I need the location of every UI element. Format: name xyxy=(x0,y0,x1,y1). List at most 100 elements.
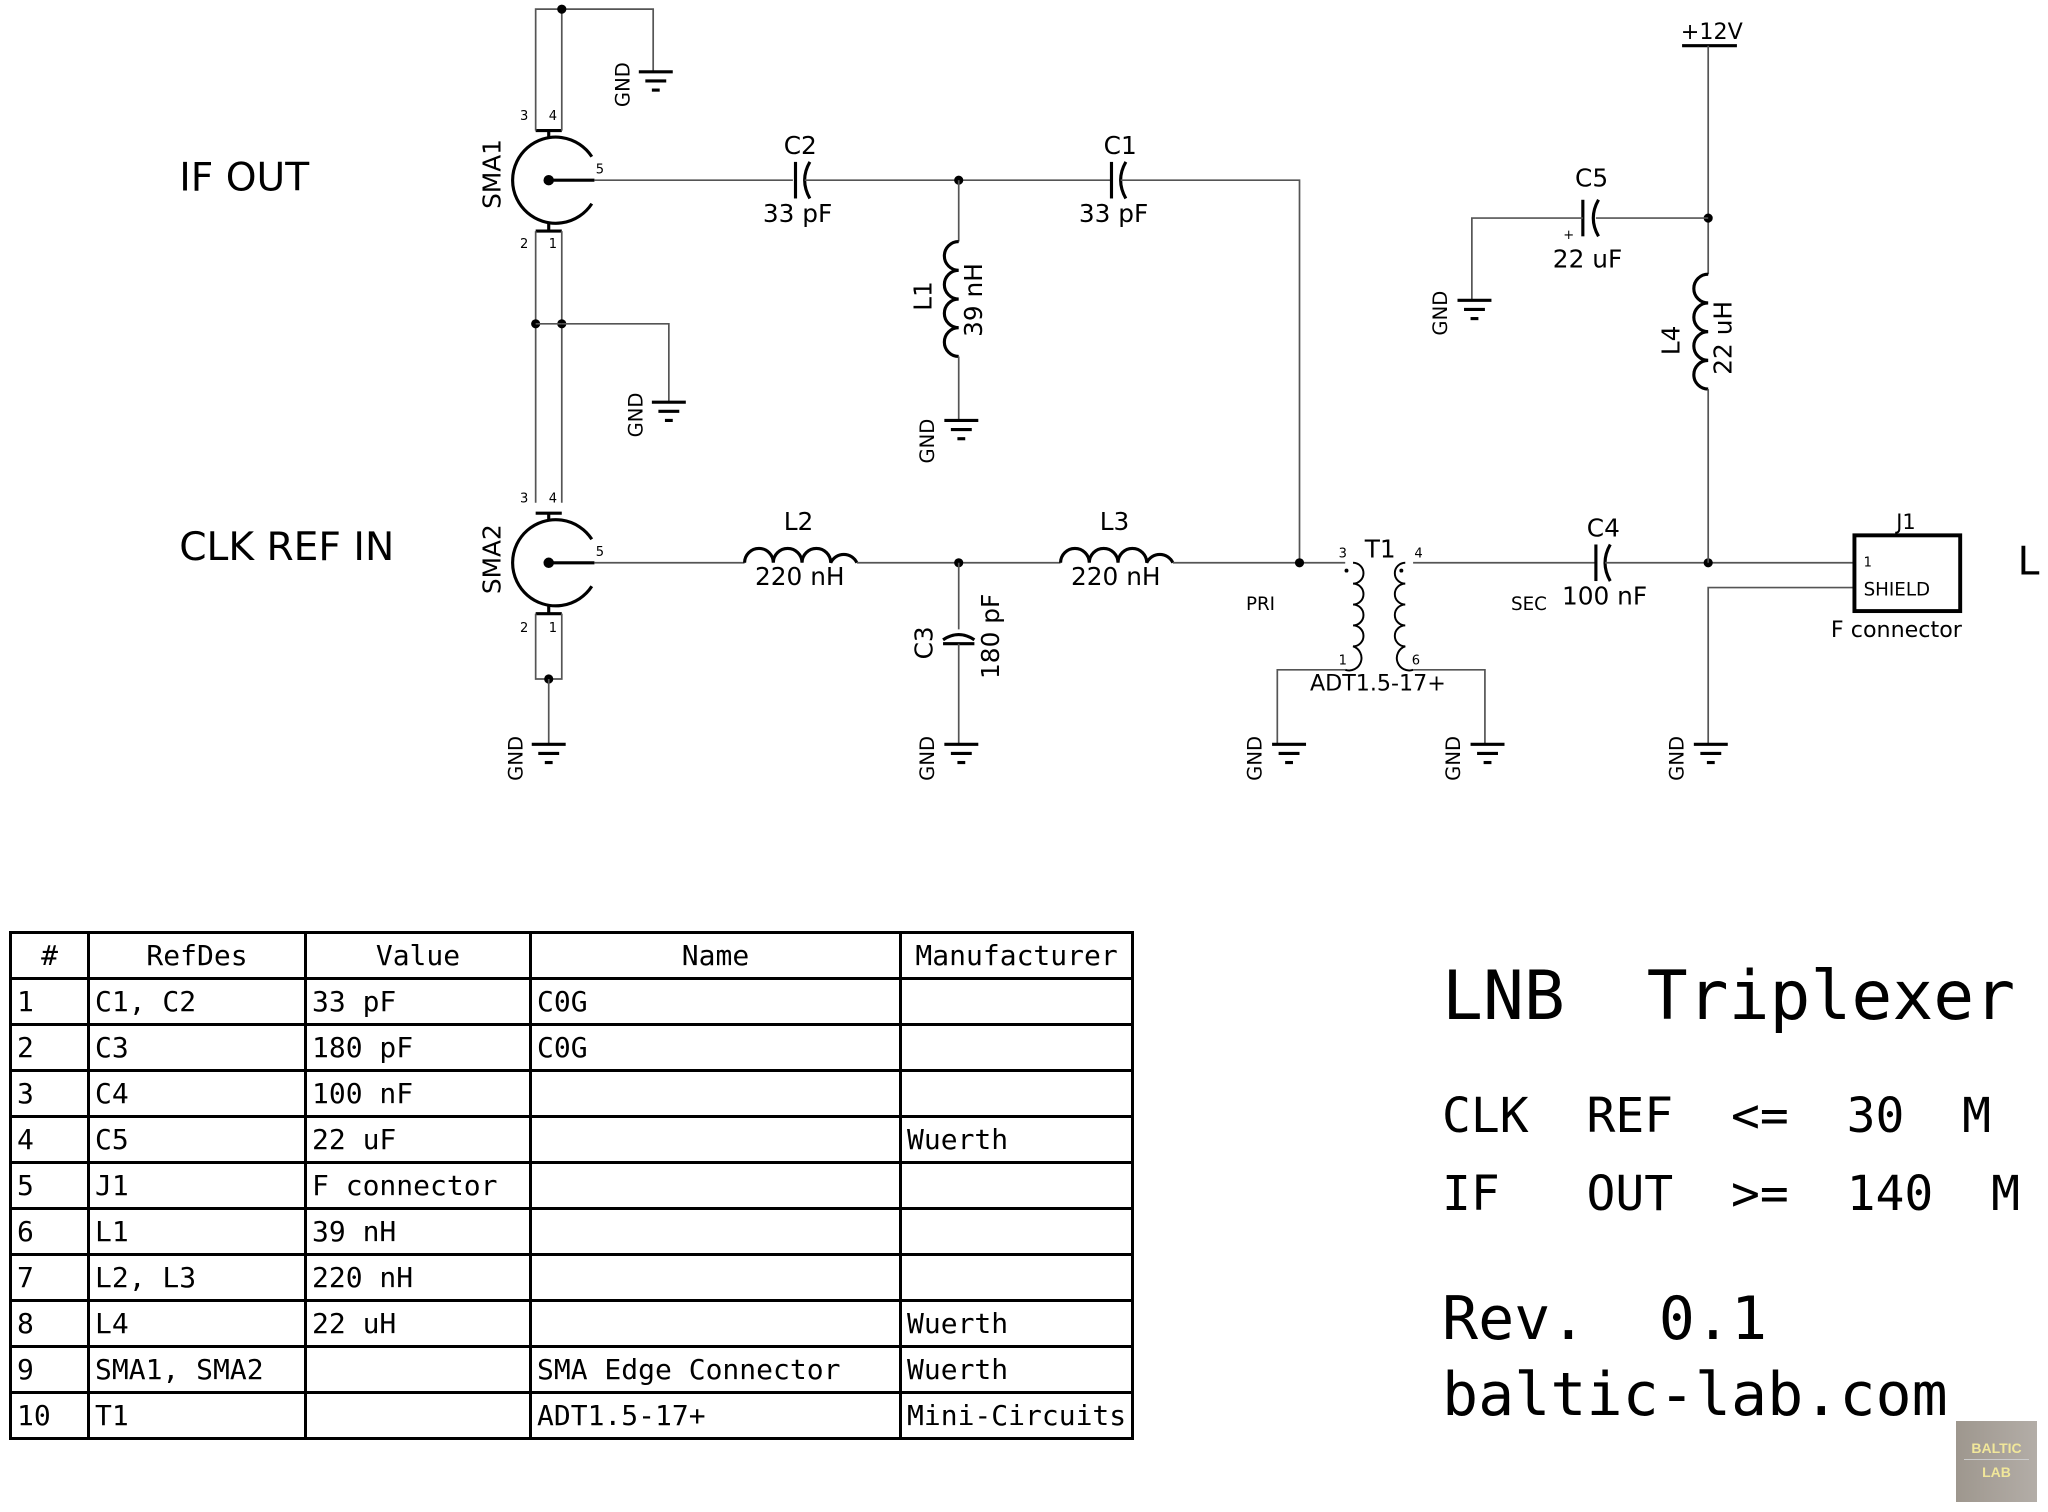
table-cell xyxy=(529,1207,902,1256)
table-cell xyxy=(529,1115,902,1164)
table-cell xyxy=(898,977,1135,1026)
inductor-l4: L4 22 uH xyxy=(1656,272,1738,391)
transformer-t1: T1 ADT1.5-17+ PRI SEC 3 4 1 6 xyxy=(1246,535,1547,697)
t1-value: ADT1.5-17+ xyxy=(1310,671,1446,697)
table-cell: L4 xyxy=(87,1299,307,1348)
c2-ref: C2 xyxy=(784,131,817,160)
gnd-label: GND xyxy=(916,419,939,464)
table-cell: 100 nF xyxy=(304,1069,532,1118)
col-header: # xyxy=(9,931,90,980)
c1-value: 33 pF xyxy=(1079,199,1148,228)
logo-line1: BALTIC xyxy=(1971,1440,2022,1456)
table-cell xyxy=(898,1207,1135,1256)
gnd-label: GND xyxy=(612,62,635,107)
pin-number: 2 xyxy=(520,621,528,636)
gnd-label: GND xyxy=(916,736,939,781)
sma2-ref: SMA2 xyxy=(477,524,506,594)
table-cell: 3 xyxy=(9,1069,90,1118)
capacitor-c3: C3 180 pF xyxy=(910,594,1006,679)
inductor-l3: L3 220 nH xyxy=(1058,507,1175,591)
revision: Rev. 0.1 xyxy=(1442,1284,1768,1354)
table-cell xyxy=(898,1253,1135,1302)
table-cell xyxy=(898,1023,1135,1072)
table-cell: 10 xyxy=(9,1391,90,1440)
polarity-mark: + xyxy=(1563,228,1574,243)
sma1-connector: SMA1 3 4 5 2 1 xyxy=(477,109,604,252)
table-cell: 1 xyxy=(9,977,90,1026)
inductor-l1: L1 39 nH xyxy=(908,239,988,359)
table-cell: SMA1, SMA2 xyxy=(87,1345,307,1394)
pin-number: 1 xyxy=(1339,654,1347,669)
table-cell: 22 uH xyxy=(304,1299,532,1348)
schematic-diagram: IF OUT CLK REF IN L SMA1 3 4 5 2 1 GND G… xyxy=(179,4,2040,781)
table-cell: C0G xyxy=(529,977,902,1026)
pin-number: 4 xyxy=(1414,547,1422,562)
table-cell: 220 nH xyxy=(304,1253,532,1302)
c4-ref: C4 xyxy=(1587,514,1620,543)
gnd-label: GND xyxy=(625,393,648,438)
pin-number: 2 xyxy=(520,237,528,252)
t1-ref: T1 xyxy=(1364,535,1396,564)
pin-number: 4 xyxy=(549,492,557,507)
l4-ref: L4 xyxy=(1656,326,1685,356)
gnd-label: GND xyxy=(1244,736,1267,781)
table-cell: 39 nH xyxy=(304,1207,532,1256)
table-cell: 33 pF xyxy=(304,977,532,1026)
table-cell: SMA Edge Connector xyxy=(529,1345,902,1394)
capacitor-c2: C2 33 pF xyxy=(763,131,832,228)
baltic-lab-logo: BALTIC LAB xyxy=(1956,1421,2037,1502)
c3-ref: C3 xyxy=(910,626,939,659)
table-cell: Wuerth xyxy=(898,1115,1135,1164)
pin-number: 5 xyxy=(596,545,604,560)
spec-clk-ref: CLK REF <= 30 M xyxy=(1442,1088,1992,1144)
drawing-title: LNB Triplexer xyxy=(1442,957,2016,1036)
table-cell: 6 xyxy=(9,1207,90,1256)
table-cell: Wuerth xyxy=(898,1345,1135,1394)
table-cell xyxy=(529,1069,902,1118)
col-header: RefDes xyxy=(87,931,307,980)
table-cell: 2 xyxy=(9,1023,90,1072)
j1-pin1-label: 1 xyxy=(1864,556,1872,571)
capacitor-c5: + C5 22 uF xyxy=(1553,164,1622,274)
table-cell xyxy=(898,1069,1135,1118)
port-label-if-out: IF OUT xyxy=(179,156,310,201)
t1-primary-label: PRI xyxy=(1246,594,1275,615)
supply-label: +12V xyxy=(1681,19,1743,45)
table-cell: 180 pF xyxy=(304,1023,532,1072)
table-cell xyxy=(304,1345,532,1394)
gnd-label: GND xyxy=(505,736,528,781)
col-header: Name xyxy=(529,931,902,980)
l1-value: 39 nH xyxy=(959,263,988,337)
table-cell: 4 xyxy=(9,1115,90,1164)
pin-number: 4 xyxy=(549,109,557,124)
port-label-clk-ref-in: CLK REF IN xyxy=(179,525,394,570)
sma1-ref: SMA1 xyxy=(477,139,506,209)
table-cell: L1 xyxy=(87,1207,307,1256)
inductor-l2: L2 220 nH xyxy=(743,507,859,591)
table-cell: C5 xyxy=(87,1115,307,1164)
l3-ref: L3 xyxy=(1100,507,1130,536)
pin-number: 1 xyxy=(549,237,557,252)
l4-value: 22 uH xyxy=(1709,301,1738,375)
table-header-row: # RefDes Value Name Manufacturer xyxy=(9,931,1135,980)
table-cell xyxy=(529,1161,902,1210)
table-cell: Mini-Circuits xyxy=(898,1391,1135,1440)
c5-ref: C5 xyxy=(1575,164,1608,193)
spec-if-out: IF OUT >= 140 M xyxy=(1442,1166,2020,1222)
table-cell xyxy=(529,1299,902,1348)
c5-value: 22 uF xyxy=(1553,245,1622,274)
pin-number: 5 xyxy=(596,163,604,178)
j1-value: F connector xyxy=(1831,617,1963,643)
table-cell: 8 xyxy=(9,1299,90,1348)
table-cell: C1, C2 xyxy=(87,977,307,1026)
j1-ref: J1 xyxy=(1894,510,1915,534)
table-cell: J1 xyxy=(87,1161,307,1210)
